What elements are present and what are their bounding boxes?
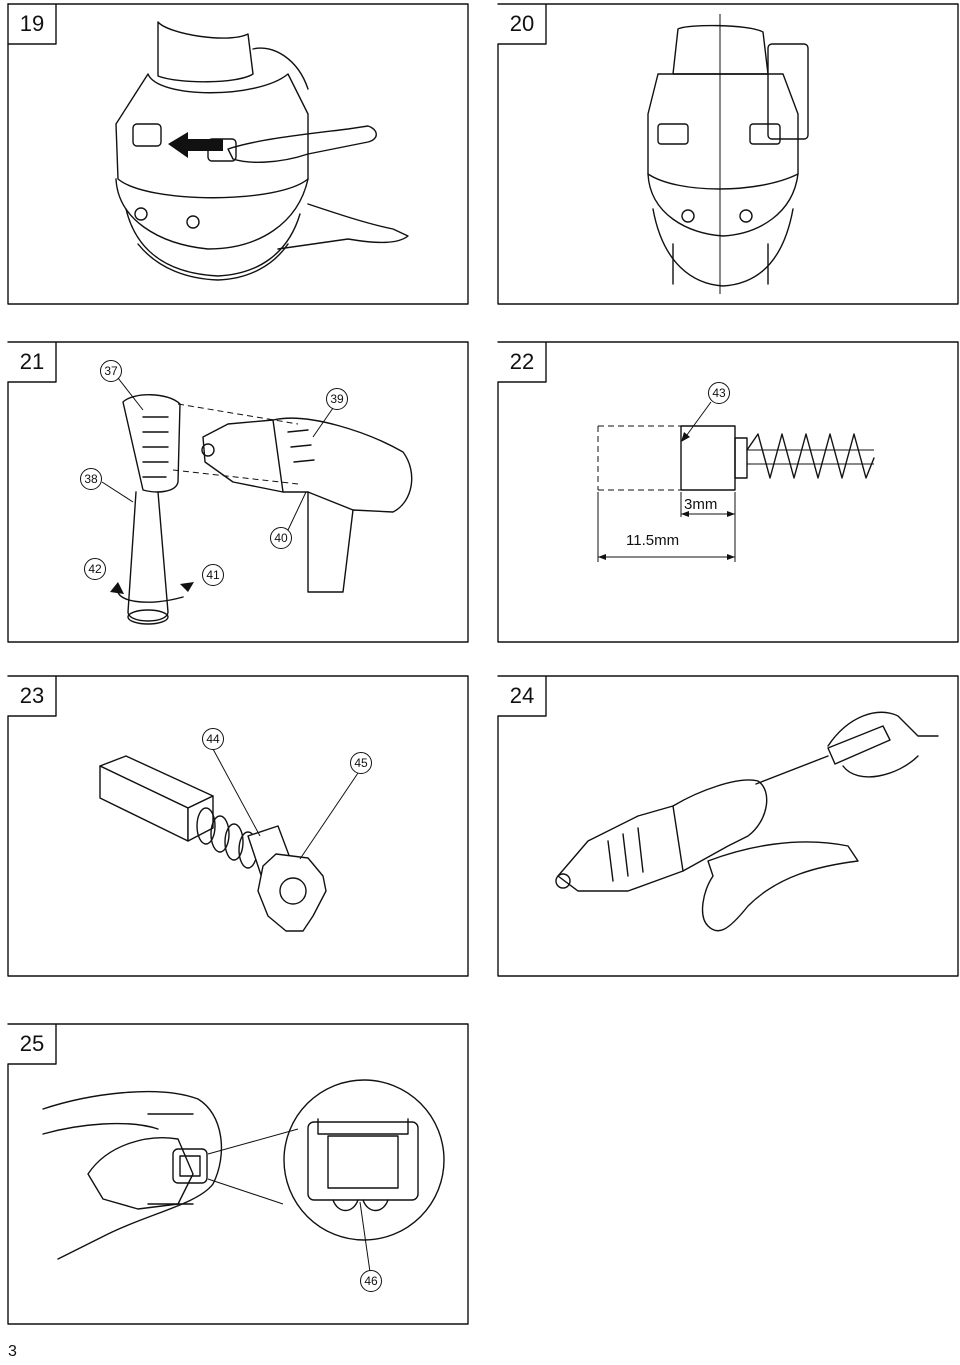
figure-22-frame: [497, 341, 959, 643]
page-number: 3: [8, 1343, 17, 1360]
figure-21-number: 21: [19, 349, 45, 374]
dimension-3mm: 3mm: [684, 496, 718, 513]
figure-20-number: 20: [509, 11, 535, 36]
figure-24-frame: [497, 675, 959, 977]
figure-20-frame: [497, 3, 959, 305]
figure-19-frame: [7, 3, 469, 305]
callout-45: 45: [350, 752, 372, 774]
figure-19-number: 19: [19, 11, 45, 36]
callout-38: 38: [80, 468, 102, 490]
carbon-brush-wear-diagram: [597, 401, 875, 562]
figure-23-frame: [7, 675, 469, 977]
battery-release-illustration: [115, 21, 409, 281]
side-handle-illustration: [110, 394, 413, 625]
figure-22: 22 43 3mm 11.5mm: [497, 341, 959, 643]
dimension-11-5mm: 11.5mm: [626, 532, 680, 549]
callout-41: 41: [202, 564, 224, 586]
callout-44: 44: [202, 728, 224, 750]
figure-20: 20: [497, 3, 959, 305]
callout-42: 42: [84, 558, 106, 580]
figure-23-number: 23: [19, 683, 45, 708]
figure-21-frame: [7, 341, 469, 643]
figure-24-number: 24: [509, 683, 535, 708]
figure-23: 23 44 45: [7, 675, 469, 977]
figure-25-frame: [7, 1023, 469, 1325]
figure-25-number: 25: [19, 1031, 45, 1056]
carbon-brush-assembly-illustration: [99, 748, 359, 932]
brush-cap-removal-illustration: [555, 711, 939, 932]
figure-22-number: 22: [509, 349, 535, 374]
callout-37: 37: [100, 360, 122, 382]
figure-19: 19: [7, 3, 469, 305]
callout-46: 46: [360, 1270, 382, 1292]
battery-attached-illustration: [647, 14, 809, 294]
figure-24: 24: [497, 675, 959, 977]
brush-cap-detail-illustration: [42, 1079, 445, 1273]
callout-40: 40: [270, 527, 292, 549]
callout-43: 43: [708, 382, 730, 404]
figure-21: 21 37 38 39 40 41 42: [7, 341, 469, 643]
callout-39: 39: [326, 388, 348, 410]
figure-25: 25 46: [7, 1023, 469, 1325]
